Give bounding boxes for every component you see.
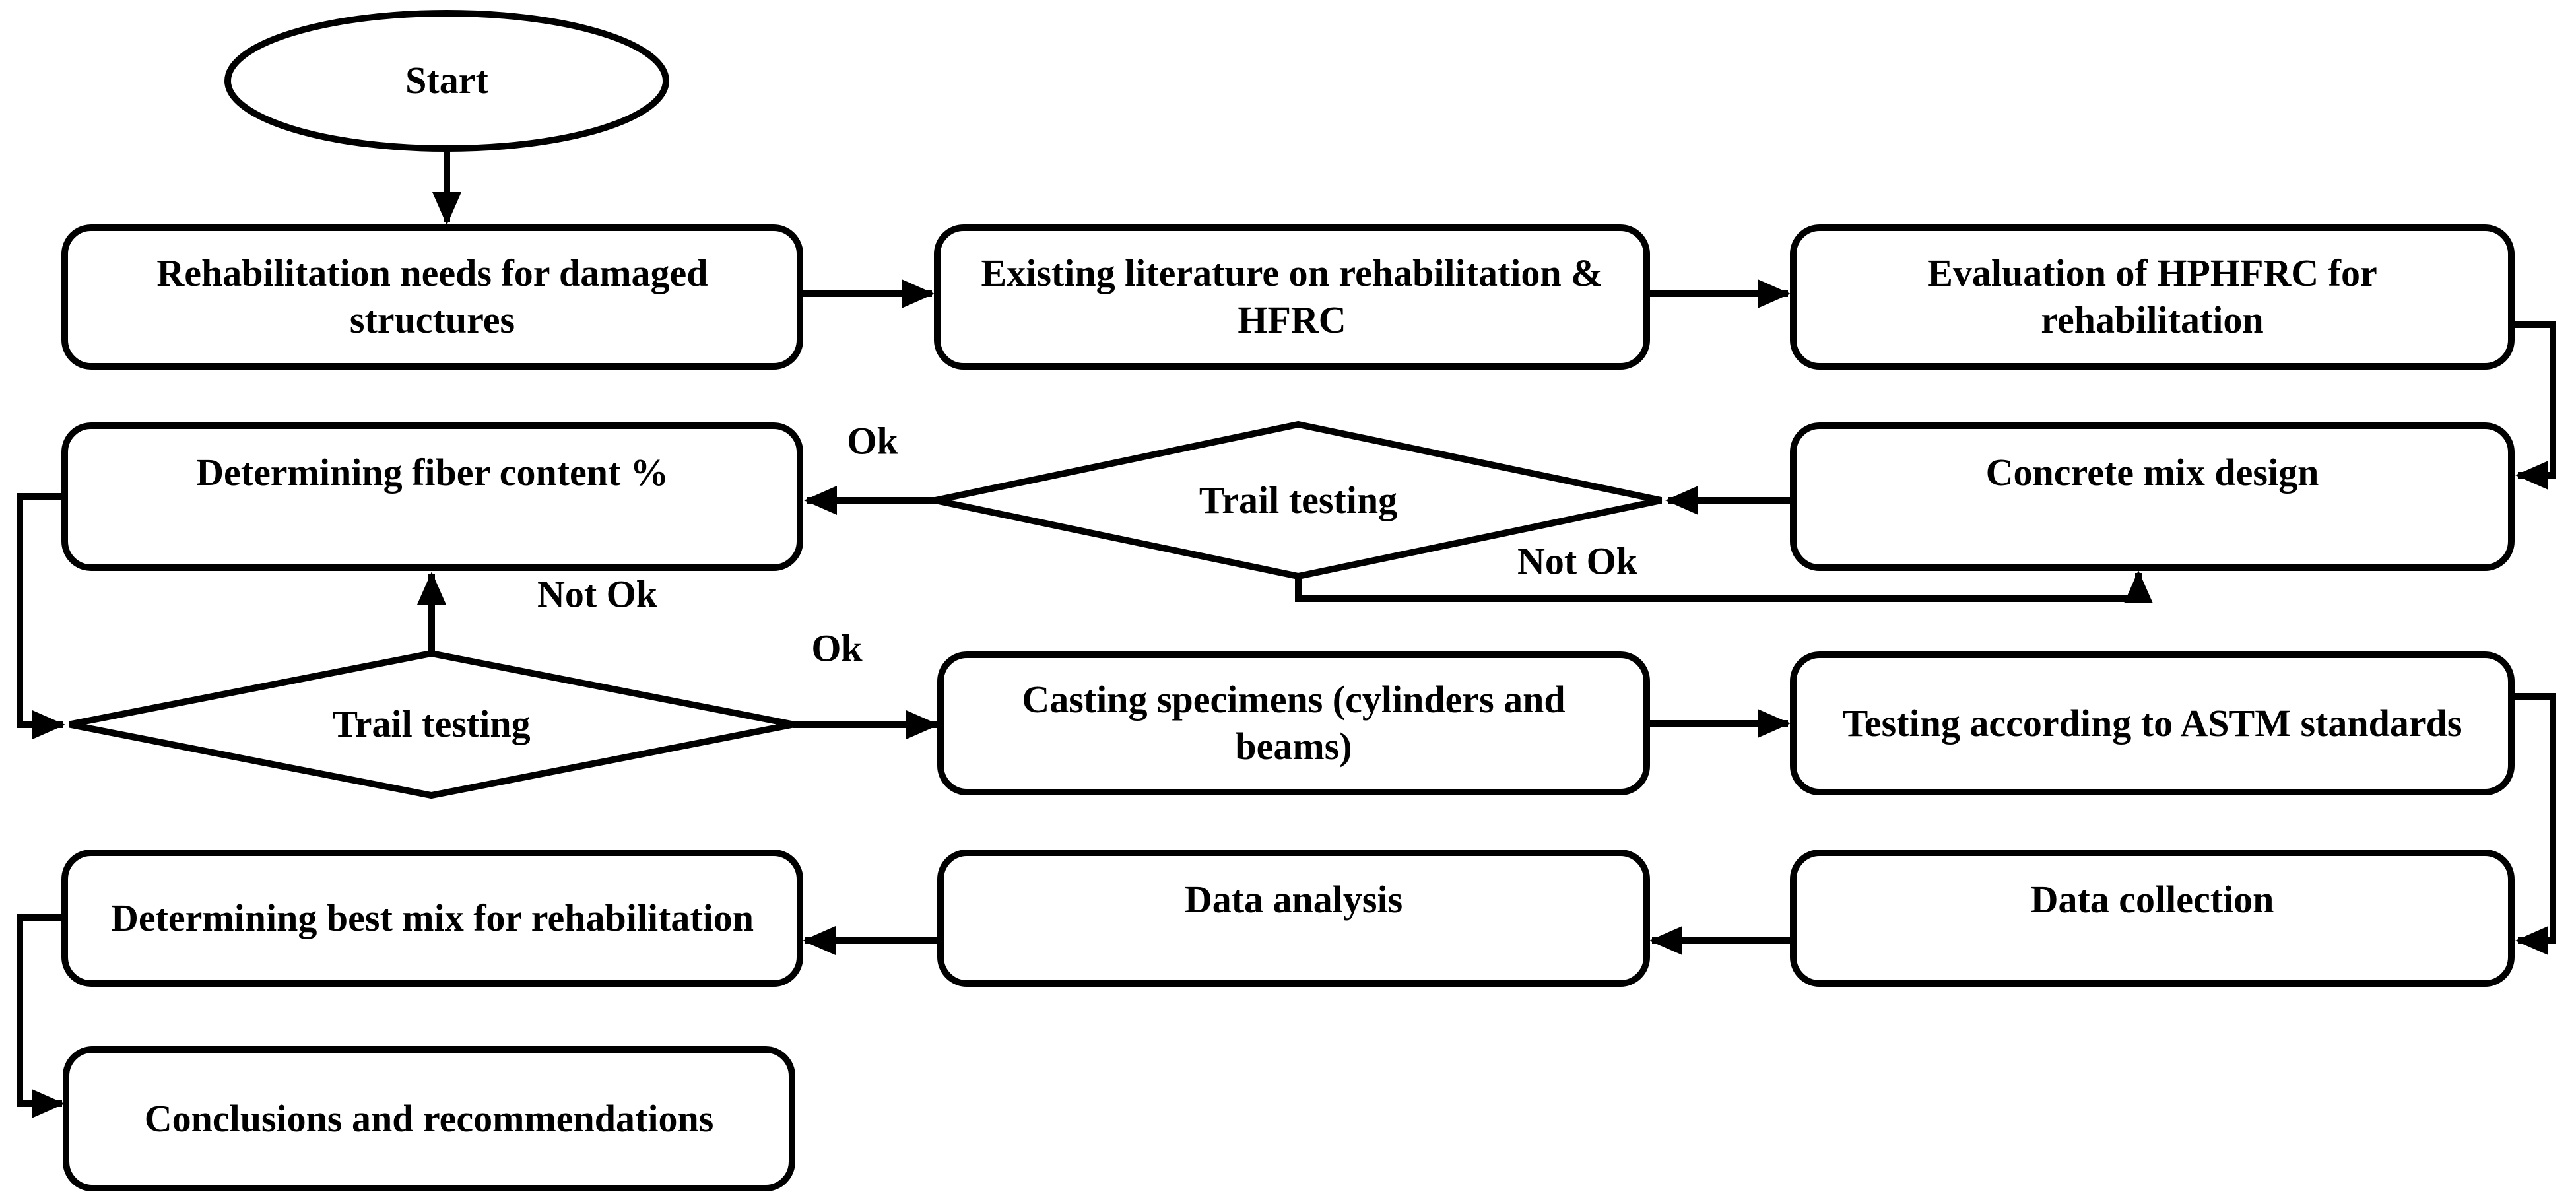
node-label-trial-testing-1: Trail testing — [1199, 478, 1398, 521]
nodes-layer — [61, 10, 2515, 1191]
edge-label-not-ok-1: Not Ok — [1517, 539, 1638, 583]
node-shape-data-collection — [1790, 850, 2515, 987]
edge-fiber-to-trial2 — [17, 493, 66, 739]
node-shape-casting — [937, 651, 1650, 795]
node-shape-trial-testing-2 — [69, 650, 794, 799]
node-label-astm-testing: Testing according to ASTM standards — [1842, 701, 2462, 745]
edge-bestmix-to-conclusions — [17, 914, 65, 1118]
node-label-data-analysis: Data analysis — [1184, 878, 1403, 921]
node-shape-rehab-needs — [61, 224, 803, 370]
edge-label-ok-1: Ok — [847, 419, 898, 463]
edge-trial1-notok-to-concrete — [1295, 570, 2153, 603]
node-label-evaluation: Evaluation of HPHFRC for rehabilitation — [1927, 251, 2377, 341]
edges-layer — [17, 150, 2556, 1118]
node-shape-fiber-content — [61, 422, 803, 571]
node-label-trial-testing-2: Trail testing — [332, 702, 531, 746]
edge-evaluation-to-concrete — [2511, 321, 2556, 490]
node-label-fiber-content: Determining fiber content % — [196, 451, 669, 494]
node-shape-best-mix — [61, 850, 803, 987]
node-shape-astm-testing — [1790, 651, 2515, 795]
node-shape-concrete-mix — [1790, 422, 2515, 571]
node-label-start: Start — [405, 59, 488, 102]
node-shape-trial-testing-1 — [934, 420, 1663, 580]
node-shape-conclusions — [63, 1046, 795, 1191]
node-shape-literature — [934, 224, 1650, 370]
node-label-rehab-needs: Rehabilitation needs for damaged structu… — [156, 251, 708, 341]
node-label-literature: Existing literature on rehabilitation & … — [981, 251, 1603, 341]
node-label-conclusions: Conclusions and recommendations — [144, 1096, 714, 1140]
node-label-data-collection: Data collection — [2030, 878, 2274, 921]
edge-testing-to-collection — [2511, 693, 2556, 956]
node-label-concrete-mix: Concrete mix design — [1985, 451, 2319, 494]
node-label-casting: Casting specimens (cylinders and beams) — [1022, 678, 1566, 768]
node-label-best-mix: Determining best mix for rehabilitation — [110, 896, 754, 939]
edge-label-not-ok-2: Not Ok — [537, 572, 658, 616]
edge-label-ok-2: Ok — [811, 626, 863, 670]
node-shape-start — [224, 10, 669, 152]
node-shape-data-analysis — [937, 850, 1650, 987]
node-shape-evaluation — [1790, 224, 2515, 370]
